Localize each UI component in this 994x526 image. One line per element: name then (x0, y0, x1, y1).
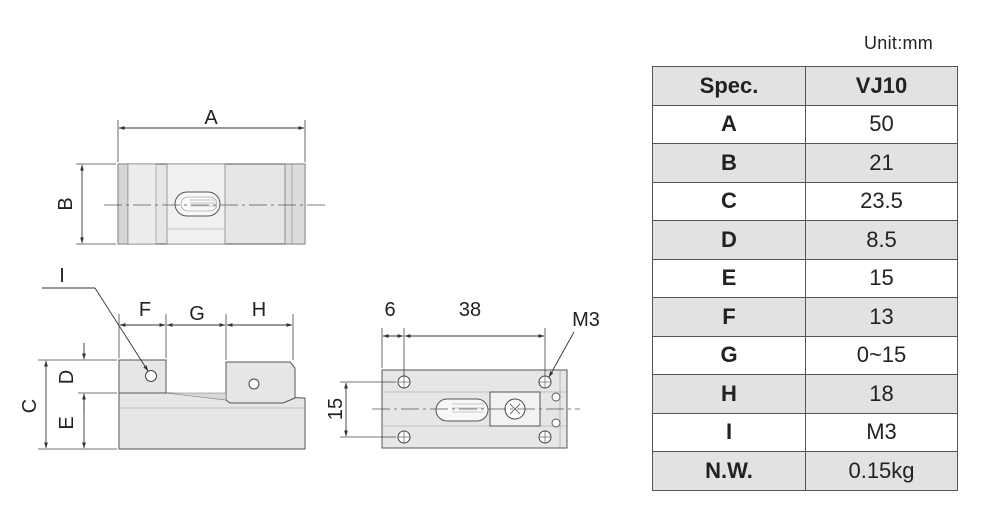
dim-f-label: F (139, 299, 151, 321)
spec-header-key: Spec. (652, 66, 806, 106)
spec-value: 50 (805, 104, 958, 144)
dim-i-label: I (59, 265, 65, 287)
spec-value: M3 (805, 412, 958, 452)
side-view-moving-jaw (225, 361, 296, 404)
side-view-fixed-jaw (118, 359, 167, 394)
dim-h-label: H (252, 299, 266, 321)
spec-value: 15 (805, 258, 958, 298)
bottom-view-small-hole (551, 418, 561, 428)
spec-key: F (652, 297, 806, 337)
spec-header-row: Spec. VJ10 (652, 66, 958, 106)
spec-value: 23.5 (805, 181, 958, 221)
top-view-jaw-left (117, 163, 129, 245)
top-view-jaw-left-inner (127, 163, 157, 245)
bottom-view-small-hole (551, 392, 561, 402)
spec-value: 8.5 (805, 220, 958, 260)
spec-key: I (652, 412, 806, 452)
dim-6-label: 6 (384, 299, 395, 321)
unit-label: Unit:mm (864, 33, 934, 53)
spec-key: E (652, 258, 806, 298)
dim-g-label: G (189, 303, 205, 325)
spec-key: H (652, 374, 806, 414)
spec-table: Spec. VJ10 A 50 B 21 C 23.5 D 8.5 E 15 F… (652, 66, 958, 491)
m3-leader (548, 331, 575, 378)
table-row: G 0~15 (652, 335, 958, 375)
spec-key: B (652, 143, 806, 183)
dim-15-label: 15 (325, 398, 347, 420)
top-view-jaw-right (284, 163, 306, 245)
dim-e-label: E (56, 416, 78, 429)
spec-key: D (652, 220, 806, 260)
side-view-pin-hole (248, 378, 260, 390)
table-row: A 50 (652, 104, 958, 144)
dim-d-label: D (56, 370, 78, 384)
dim-b-label: B (55, 197, 77, 210)
top-view: A B (55, 107, 326, 245)
table-row: N.W. 0.15kg (652, 451, 958, 491)
spec-value: 0~15 (805, 335, 958, 375)
top-view-slot (174, 191, 221, 217)
table-row: B 21 (652, 143, 958, 183)
bottom-view: 6 38 M3 15 (325, 299, 600, 449)
table-row: D 8.5 (652, 220, 958, 260)
m3-label: M3 (572, 309, 600, 331)
bottom-view-slot (435, 398, 489, 422)
table-row: H 18 (652, 374, 958, 414)
table-row: F 13 (652, 297, 958, 337)
spec-key: N.W. (652, 451, 806, 491)
technical-drawing: A B F G H I C (19, 107, 600, 450)
dim-38-label: 38 (459, 299, 481, 321)
spec-value: 0.15kg (805, 451, 958, 491)
table-row: C 23.5 (652, 181, 958, 221)
dim-a-label: A (204, 107, 218, 129)
table-row: E 15 (652, 258, 958, 298)
spec-key: A (652, 104, 806, 144)
spec-key: C (652, 181, 806, 221)
spec-header-value: VJ10 (805, 66, 958, 106)
spec-value: 18 (805, 374, 958, 414)
spec-value: 13 (805, 297, 958, 337)
side-view-screw-hole (145, 370, 157, 382)
side-view: F G H I C D E (19, 265, 306, 450)
dim-c-label: C (19, 399, 41, 413)
spec-key: G (652, 335, 806, 375)
table-row: I M3 (652, 412, 958, 452)
spec-value: 21 (805, 143, 958, 183)
